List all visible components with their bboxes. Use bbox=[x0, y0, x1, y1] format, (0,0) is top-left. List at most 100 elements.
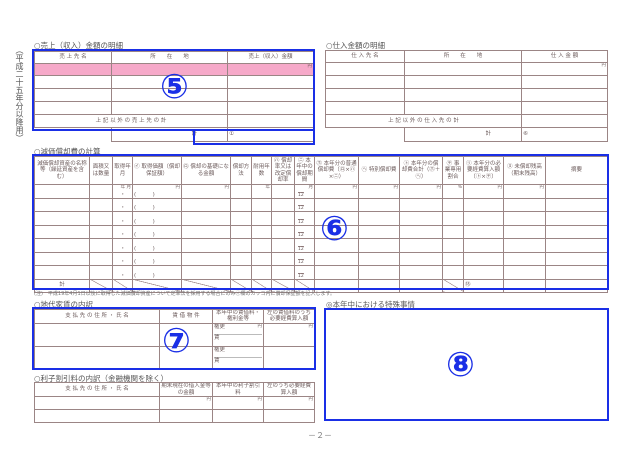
special-circumstances-field[interactable] bbox=[324, 308, 609, 421]
depreciation-cell-6[interactable] bbox=[251, 238, 272, 253]
depreciation-cell-11[interactable] bbox=[399, 238, 443, 253]
depreciation-cell-0[interactable] bbox=[34, 211, 90, 226]
depreciation-cell-6[interactable] bbox=[251, 251, 272, 266]
interest-payee-cell[interactable] bbox=[34, 409, 160, 423]
purchases-name-cell[interactable] bbox=[325, 88, 405, 102]
depreciation-cell-1[interactable] bbox=[89, 224, 113, 239]
depreciation-cell-7[interactable] bbox=[271, 224, 295, 239]
depreciation-cell-1[interactable] bbox=[89, 265, 113, 280]
depreciation-cell-0[interactable] bbox=[34, 224, 90, 239]
depreciation-cell-9[interactable]: 円 bbox=[314, 184, 359, 199]
sales-total-amount[interactable]: ① bbox=[227, 127, 314, 142]
depreciation-cell-8[interactable]: 12 bbox=[294, 238, 315, 253]
depreciation-cell-8[interactable]: 12 bbox=[294, 211, 315, 226]
depreciation-cell-14[interactable]: 円 bbox=[503, 184, 546, 199]
depreciation-cell-10[interactable] bbox=[358, 211, 400, 226]
depreciation-cell-4[interactable] bbox=[181, 211, 231, 226]
depreciation-cell-2[interactable]: ・ bbox=[112, 238, 133, 253]
purchases-amount-cell[interactable] bbox=[521, 75, 608, 89]
depreciation-cell-3[interactable]: ( ) bbox=[132, 251, 182, 266]
rent-property-cell[interactable] bbox=[159, 322, 213, 347]
depreciation-cell-14[interactable] bbox=[503, 251, 546, 266]
depreciation-cell-13[interactable] bbox=[463, 265, 504, 280]
purchases-address-cell[interactable] bbox=[404, 88, 522, 102]
depreciation-cell-9[interactable] bbox=[314, 251, 359, 266]
depreciation-cell-5[interactable] bbox=[230, 238, 252, 253]
depreciation-cell-11[interactable] bbox=[399, 265, 443, 280]
depreciation-cell-6[interactable] bbox=[251, 197, 272, 212]
depreciation-total-cell-11[interactable] bbox=[399, 278, 443, 293]
sales-name-cell[interactable] bbox=[34, 75, 112, 89]
depreciation-cell-0[interactable] bbox=[34, 184, 90, 199]
depreciation-cell-6[interactable] bbox=[251, 211, 272, 226]
rent-amount-cell[interactable]: 権更円賃 bbox=[212, 322, 264, 347]
purchases-name-cell[interactable] bbox=[325, 101, 405, 115]
depreciation-cell-7[interactable] bbox=[271, 238, 295, 253]
depreciation-cell-8[interactable]: 12 bbox=[294, 251, 315, 266]
depreciation-cell-2[interactable]: ・ bbox=[112, 265, 133, 280]
depreciation-cell-3[interactable]: ( ) bbox=[132, 211, 182, 226]
sales-amount-cell[interactable]: 円 bbox=[227, 63, 314, 76]
depreciation-cell-5[interactable] bbox=[230, 224, 252, 239]
rent-deductible-cell[interactable]: 円 bbox=[263, 322, 315, 347]
depreciation-cell-3[interactable]: ( ) bbox=[132, 265, 182, 280]
depreciation-cell-11[interactable] bbox=[399, 211, 443, 226]
depreciation-cell-12[interactable] bbox=[442, 211, 464, 226]
sales-other-amount[interactable] bbox=[227, 114, 314, 128]
depreciation-cell-7[interactable] bbox=[271, 265, 295, 280]
depreciation-cell-6[interactable] bbox=[251, 265, 272, 280]
depreciation-cell-13[interactable]: 円 bbox=[463, 184, 504, 199]
depreciation-cell-11[interactable] bbox=[399, 197, 443, 212]
depreciation-cell-1[interactable] bbox=[89, 211, 113, 226]
depreciation-cell-12[interactable] bbox=[442, 197, 464, 212]
interest-amount-cell[interactable]: 円 bbox=[212, 396, 264, 410]
depreciation-cell-1[interactable] bbox=[89, 238, 113, 253]
depreciation-cell-15[interactable] bbox=[545, 224, 608, 239]
depreciation-cell-1[interactable] bbox=[89, 197, 113, 212]
depreciation-cell-9[interactable] bbox=[314, 265, 359, 280]
depreciation-cell-11[interactable] bbox=[399, 251, 443, 266]
depreciation-cell-15[interactable] bbox=[545, 211, 608, 226]
depreciation-cell-1[interactable] bbox=[89, 184, 113, 199]
depreciation-cell-2[interactable]: ・ bbox=[112, 211, 133, 226]
depreciation-cell-4[interactable]: 円 bbox=[181, 184, 231, 199]
interest-deductible-cell[interactable] bbox=[263, 409, 315, 423]
interest-deductible-cell[interactable]: 円 bbox=[263, 396, 315, 410]
depreciation-cell-10[interactable] bbox=[358, 238, 400, 253]
depreciation-cell-12[interactable] bbox=[442, 224, 464, 239]
depreciation-cell-10[interactable] bbox=[358, 251, 400, 266]
depreciation-cell-3[interactable]: 円( ) bbox=[132, 184, 182, 199]
sales-name-cell[interactable] bbox=[34, 88, 112, 102]
depreciation-cell-10[interactable] bbox=[358, 265, 400, 280]
depreciation-cell-4[interactable] bbox=[181, 251, 231, 266]
depreciation-cell-4[interactable] bbox=[181, 265, 231, 280]
depreciation-cell-11[interactable]: 円 bbox=[399, 184, 443, 199]
interest-amount-cell[interactable] bbox=[212, 409, 264, 423]
rent-payee-cell[interactable] bbox=[34, 345, 160, 370]
interest-payee-cell[interactable] bbox=[34, 396, 160, 410]
depreciation-cell-3[interactable]: ( ) bbox=[132, 238, 182, 253]
sales-amount-cell[interactable] bbox=[227, 88, 314, 102]
interest-balance-cell[interactable] bbox=[159, 409, 213, 423]
depreciation-cell-14[interactable] bbox=[503, 197, 546, 212]
depreciation-cell-7[interactable] bbox=[271, 184, 295, 199]
depreciation-total-cell-13[interactable]: ⑱ bbox=[463, 278, 504, 293]
purchases-other-amount[interactable] bbox=[521, 114, 608, 128]
depreciation-cell-12[interactable]: % bbox=[442, 184, 464, 199]
depreciation-cell-2[interactable]: ・ bbox=[112, 251, 133, 266]
depreciation-cell-13[interactable] bbox=[463, 224, 504, 239]
depreciation-cell-6[interactable] bbox=[251, 224, 272, 239]
depreciation-cell-15[interactable] bbox=[545, 238, 608, 253]
purchases-name-cell[interactable] bbox=[325, 62, 405, 76]
depreciation-cell-5[interactable] bbox=[230, 197, 252, 212]
depreciation-cell-8[interactable]: 12 bbox=[294, 197, 315, 212]
sales-address-cell[interactable] bbox=[111, 63, 228, 76]
depreciation-cell-2[interactable]: ・ bbox=[112, 224, 133, 239]
depreciation-cell-7[interactable] bbox=[271, 211, 295, 226]
depreciation-cell-14[interactable] bbox=[503, 211, 546, 226]
depreciation-cell-15[interactable] bbox=[545, 251, 608, 266]
depreciation-cell-0[interactable] bbox=[34, 238, 90, 253]
purchases-amount-cell[interactable]: 円 bbox=[521, 62, 608, 76]
depreciation-cell-8[interactable]: 12 bbox=[294, 265, 315, 280]
